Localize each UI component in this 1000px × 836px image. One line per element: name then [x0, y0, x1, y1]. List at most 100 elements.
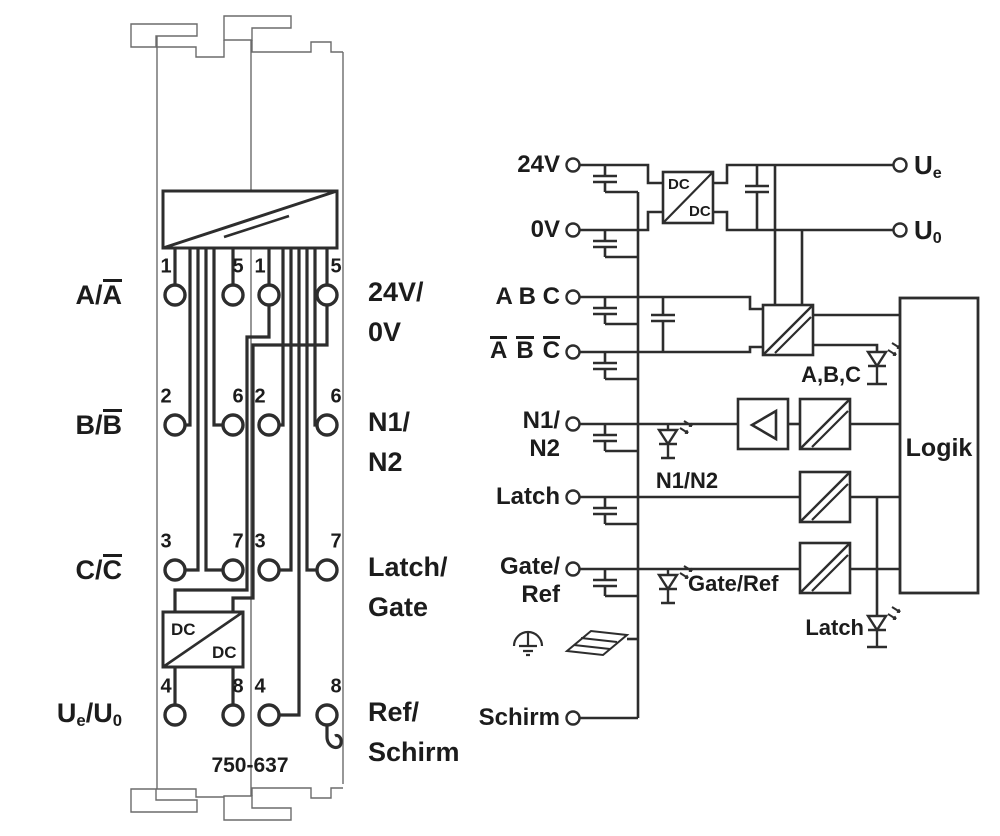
circuit-wiring — [580, 163, 900, 720]
output-label-ue: Ue — [914, 150, 942, 183]
terminal-number: 6 — [330, 385, 342, 408]
capacitor-icon — [593, 497, 638, 526]
terminal-contact — [221, 413, 245, 437]
terminal-contact — [163, 703, 187, 727]
module-housing-outline — [130, 15, 344, 821]
electronics-box-diagonal — [162, 189, 338, 250]
terminal-contact — [315, 283, 339, 307]
circuit-label-n1-n2: N1/N2 — [522, 407, 560, 462]
earth-ground-icon — [512, 630, 544, 657]
terminal-contact — [221, 283, 245, 307]
led-abc-icon — [865, 350, 889, 386]
terminal-number: 4 — [160, 675, 172, 698]
terminal-contact — [257, 283, 281, 307]
shield-hook-icon — [325, 725, 343, 750]
capacitor-icon — [593, 165, 638, 194]
terminal-contact — [315, 558, 339, 582]
circuit-dc-top-label: DC — [668, 176, 690, 193]
din-rail-icon — [564, 629, 630, 657]
abc-optocoupler-box — [761, 303, 815, 357]
capacitor-icon — [651, 297, 675, 352]
gate-optocoupler-box — [798, 541, 852, 595]
terminal-number: 6 — [232, 385, 244, 408]
input-terminal-n1n2 — [565, 416, 581, 432]
input-terminal-24v — [565, 157, 581, 173]
terminal-contact — [221, 558, 245, 582]
terminal-contact — [163, 283, 187, 307]
label-signal-b: B/B — [75, 409, 122, 440]
terminal-number: 5 — [330, 255, 342, 278]
output-terminal-ue — [892, 157, 908, 173]
input-terminal-0v — [565, 222, 581, 238]
latch-optocoupler-box — [798, 470, 852, 524]
terminal-contact — [257, 413, 281, 437]
circuit-label-latch: Latch — [495, 483, 560, 510]
terminal-contact — [257, 703, 281, 727]
n1n2-optocoupler-box — [798, 397, 852, 451]
led-abc-label: A,B,C — [801, 362, 861, 387]
terminal-contact — [257, 558, 281, 582]
terminal-number: 1 — [254, 255, 266, 278]
logik-label: Logik — [905, 434, 973, 462]
led-gate-ref-label: Gate/Ref — [688, 571, 779, 596]
comparator-box — [736, 397, 790, 451]
circuit-dc-dc-box — [661, 170, 715, 225]
input-terminal-latch — [565, 489, 581, 505]
led-n1n2-label: N1/N2 — [655, 468, 719, 493]
label-ue-u0: Ue/U0 — [56, 698, 122, 731]
circuit-label-schirm: Schirm — [478, 704, 560, 731]
led-n1n2-icon — [656, 424, 680, 460]
terminal-contact — [315, 413, 339, 437]
triangle-buffer-icon — [749, 408, 778, 442]
terminal-number: 2 — [254, 385, 266, 408]
label-ref-schirm: Ref/Schirm — [368, 697, 460, 767]
input-terminal-abc — [565, 289, 581, 305]
terminal-contact — [163, 413, 187, 437]
output-label-u0: U0 — [914, 215, 942, 248]
terminal-contact — [315, 703, 339, 727]
terminal-number: 1 — [160, 255, 172, 278]
terminal-number: 3 — [160, 530, 172, 553]
circuit-label-0v: 0V — [530, 216, 560, 243]
logik-box — [898, 296, 980, 595]
input-terminal-gate-ref — [565, 561, 581, 577]
label-latch-gate: Latch/Gate — [368, 552, 448, 622]
module-dc-bottom-label: DC — [212, 643, 237, 662]
module-terminal-wires — [173, 248, 329, 717]
terminal-number: 5 — [232, 255, 244, 278]
terminal-number: 7 — [232, 530, 244, 553]
capacitor-icon — [593, 569, 638, 598]
terminal-number: 8 — [330, 675, 342, 698]
module-dc-dc-box — [161, 610, 245, 669]
led-latch-icon — [865, 614, 889, 649]
part-number: 750-637 — [211, 754, 289, 777]
led-latch-label: Latch — [805, 615, 864, 640]
terminal-number: 3 — [254, 530, 266, 553]
label-signal-c: C/C — [75, 554, 122, 585]
terminal-number: 8 — [232, 675, 244, 698]
capacitor-icon — [593, 230, 638, 259]
input-terminal-schirm — [565, 710, 581, 726]
circuit-terminals — [565, 157, 908, 726]
capacitor-icon — [593, 424, 638, 453]
led-gate-ref-icon — [656, 569, 680, 605]
label-signal-a: A/A — [75, 279, 122, 310]
output-terminal-u0 — [892, 222, 908, 238]
module-terminals — [163, 283, 339, 727]
capacitor-icon — [593, 297, 638, 326]
terminal-number: 7 — [330, 530, 342, 553]
electronics-box — [161, 189, 339, 250]
circuit-dc-bottom-label: DC — [689, 203, 711, 220]
label-24v-0v: 24V/0V — [368, 277, 424, 347]
module-dc-top-label: DC — [171, 620, 196, 639]
capacitor-icon — [745, 165, 769, 230]
input-terminal-abc-inv — [565, 344, 581, 360]
terminal-number: 2 — [160, 385, 172, 408]
terminal-contact — [221, 703, 245, 727]
circuit-label-gate-ref: Gate/Ref — [499, 553, 560, 608]
label-n1-n2: N1/N2 — [368, 407, 411, 477]
terminal-contact — [163, 558, 187, 582]
